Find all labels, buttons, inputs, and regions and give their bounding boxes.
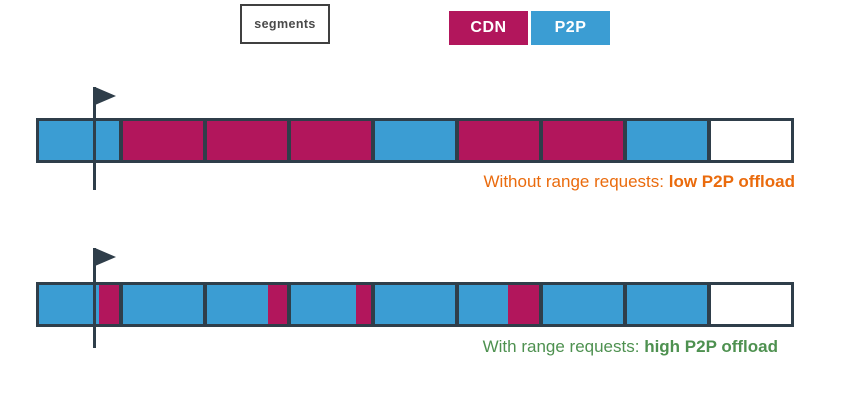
segment-p2p — [375, 285, 455, 324]
caption-without-range-requests: Without range requests: low P2P offload — [484, 172, 795, 192]
segment-p2p — [459, 285, 539, 324]
segment-p2p — [39, 285, 119, 324]
legend-cdn-label: CDN — [470, 19, 507, 36]
legend-item-cdn: CDN — [449, 11, 528, 45]
playhead-flag-icon — [95, 87, 116, 105]
segment-p2p — [207, 285, 287, 324]
segment-cdn-tail — [267, 285, 287, 324]
playhead-line — [93, 248, 96, 348]
segment-cdn — [207, 121, 287, 160]
segment-p2p — [375, 121, 455, 160]
segment-bar-with-range-requests — [36, 282, 794, 327]
segment-empty — [711, 285, 791, 324]
segment-cdn-tail — [355, 285, 371, 324]
segment-cdn-tail — [99, 285, 119, 324]
playhead-line — [93, 87, 96, 190]
segment-p2p — [39, 121, 119, 160]
playhead-flag-icon — [95, 248, 116, 266]
caption-emphasis: high P2P offload — [644, 337, 778, 356]
legend: CDN P2P — [449, 11, 610, 45]
segment-bar-without-range-requests — [36, 118, 794, 163]
caption-prefix: Without range requests: — [483, 172, 669, 191]
segment-cdn — [123, 121, 203, 160]
segment-cdn — [291, 121, 371, 160]
segment-cdn — [543, 121, 623, 160]
segment-p2p — [627, 121, 707, 160]
legend-p2p-label: P2P — [554, 19, 587, 36]
segment-empty — [711, 121, 791, 160]
segment-p2p — [291, 285, 371, 324]
segment-p2p — [627, 285, 707, 324]
segment-p2p — [543, 285, 623, 324]
caption-emphasis: low P2P offload — [668, 172, 795, 191]
caption-with-range-requests: With range requests: high P2P offload — [483, 337, 778, 357]
segments-label-box: segments — [240, 4, 330, 44]
segment-cdn-tail — [507, 285, 539, 324]
segment-cdn — [459, 121, 539, 160]
legend-item-p2p: P2P — [531, 11, 610, 45]
segments-label: segments — [254, 17, 316, 31]
segment-p2p — [123, 285, 203, 324]
caption-prefix: With range requests: — [482, 337, 645, 356]
